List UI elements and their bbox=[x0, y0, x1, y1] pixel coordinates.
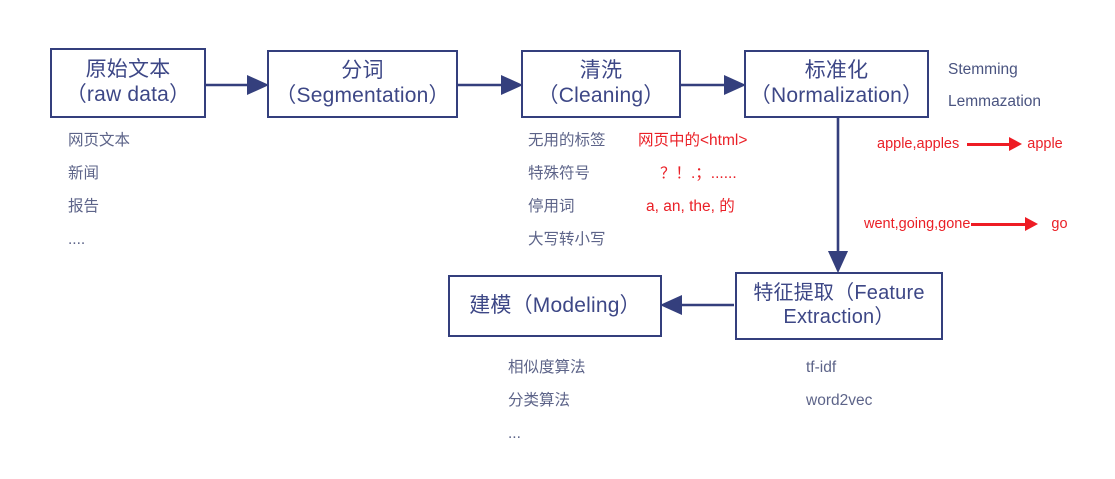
node-normalization-line2: （Normalization） bbox=[749, 84, 924, 107]
list-item: Lemmazation bbox=[948, 94, 1041, 126]
mapping-source: apple,apples bbox=[877, 136, 960, 152]
node-raw-data[interactable]: 原始文本 （raw data） bbox=[50, 48, 206, 118]
node-normalization[interactable]: 标准化 （Normalization） bbox=[744, 50, 929, 118]
normalization-note-list: Stemming Lemmazation bbox=[948, 62, 1041, 126]
cleaning-item-term: 特殊符号 bbox=[528, 165, 591, 182]
modeling-item-list: 相似度算法 分类算法 ... bbox=[508, 360, 586, 459]
normalization-note-term: Stemming bbox=[948, 61, 1018, 78]
raw-data-item-term: 网页文本 bbox=[68, 132, 131, 149]
node-raw-data-line1: 原始文本 bbox=[85, 58, 171, 82]
list-item: 特殊符号 ？！.；...... bbox=[528, 166, 747, 199]
node-feature-extraction-line2: Extraction） bbox=[783, 306, 895, 328]
node-feature-extraction-line1: 特征提取（Feature bbox=[753, 282, 925, 305]
mapping-source: went,going,gone bbox=[864, 216, 971, 232]
cleaning-item-term: 停用词 bbox=[528, 198, 575, 215]
list-item: 报告 bbox=[68, 199, 130, 232]
raw-data-item-list: 网页文本 新闻 报告 .... bbox=[68, 133, 130, 265]
cleaning-item-list: 无用的标签 网页中的<html> 特殊符号 ？！.；...... 停用词 a, … bbox=[528, 133, 747, 265]
node-modeling[interactable]: 建模（Modeling） bbox=[448, 275, 662, 337]
node-segmentation[interactable]: 分词 （Segmentation） bbox=[267, 50, 458, 118]
mapping-target: apple bbox=[1027, 136, 1063, 152]
list-item: Stemming bbox=[948, 62, 1041, 94]
normalization-mapping-go: went,going,gone go bbox=[864, 216, 1068, 232]
list-item: 大写转小写 bbox=[528, 232, 747, 265]
raw-data-item-term: .... bbox=[68, 231, 86, 248]
mapping-target: go bbox=[1051, 216, 1068, 232]
raw-data-item-term: 报告 bbox=[68, 198, 100, 215]
node-raw-data-line2: （raw data） bbox=[65, 83, 191, 106]
node-feature-extraction[interactable]: 特征提取（Feature Extraction） bbox=[735, 272, 943, 340]
normalization-mapping-apple: apple,apples apple bbox=[877, 136, 1063, 152]
cleaning-item-example: a, an, the, 的 bbox=[646, 198, 735, 215]
modeling-item-term: 分类算法 bbox=[508, 392, 571, 409]
feature-extraction-item-term: word2vec bbox=[806, 392, 873, 409]
modeling-item-term: 相似度算法 bbox=[508, 359, 586, 376]
feature-extraction-item-list: tf-idf word2vec bbox=[806, 360, 872, 426]
feature-extraction-item-term: tf-idf bbox=[806, 359, 837, 376]
cleaning-item-example: 网页中的<html> bbox=[638, 132, 748, 149]
list-item: tf-idf bbox=[806, 360, 872, 393]
list-item: 无用的标签 网页中的<html> bbox=[528, 133, 747, 166]
list-item: word2vec bbox=[806, 393, 872, 426]
modeling-item-term: ... bbox=[508, 425, 521, 442]
list-item: 新闻 bbox=[68, 166, 130, 199]
node-cleaning-line1: 清洗 bbox=[579, 59, 623, 83]
red-arrow-icon bbox=[967, 136, 1023, 151]
list-item: .... bbox=[68, 232, 130, 265]
node-modeling-line1: 建模（Modeling） bbox=[469, 293, 641, 317]
node-normalization-line1: 标准化 bbox=[804, 59, 869, 83]
node-cleaning-line2: （Cleaning） bbox=[537, 84, 665, 107]
red-arrow-icon bbox=[971, 216, 1039, 231]
raw-data-item-term: 新闻 bbox=[68, 165, 100, 182]
cleaning-item-example: ？！.；...... bbox=[660, 165, 737, 182]
node-segmentation-line2: （Segmentation） bbox=[275, 84, 450, 107]
list-item: 网页文本 bbox=[68, 133, 130, 166]
list-item: 相似度算法 bbox=[508, 360, 586, 393]
list-item: 停用词 a, an, the, 的 bbox=[528, 199, 747, 232]
list-item: 分类算法 bbox=[508, 393, 586, 426]
normalization-note-term: Lemmazation bbox=[948, 93, 1042, 110]
list-item: ... bbox=[508, 426, 586, 459]
node-segmentation-line1: 分词 bbox=[341, 59, 384, 83]
cleaning-item-term: 无用的标签 bbox=[528, 132, 606, 149]
cleaning-item-term: 大写转小写 bbox=[528, 231, 606, 248]
node-cleaning[interactable]: 清洗 （Cleaning） bbox=[521, 50, 681, 118]
